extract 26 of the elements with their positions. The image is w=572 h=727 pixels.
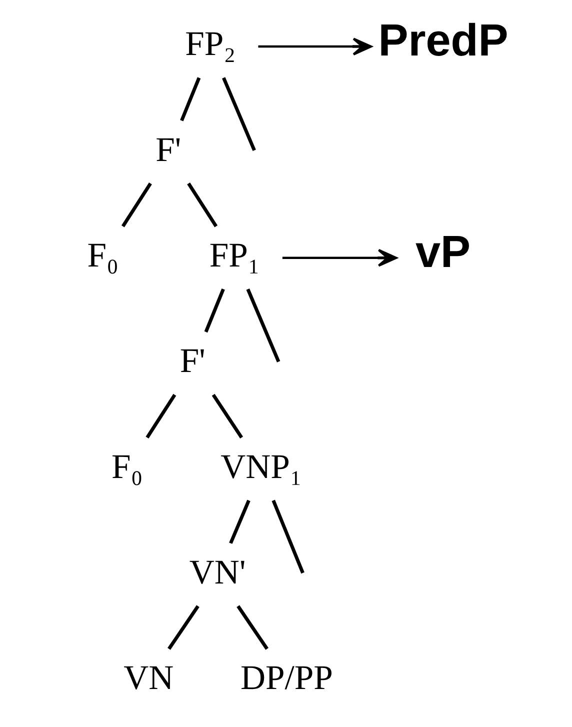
connector bbox=[121, 182, 152, 228]
connector bbox=[204, 288, 225, 333]
arrow bbox=[282, 248, 398, 267]
connector bbox=[212, 394, 244, 439]
connector bbox=[236, 605, 268, 650]
connector bbox=[146, 394, 176, 439]
connector bbox=[229, 500, 250, 544]
connector bbox=[272, 500, 304, 574]
connector bbox=[180, 77, 201, 122]
node-text: vP bbox=[415, 226, 471, 278]
node-text: F' bbox=[180, 342, 206, 380]
node-text: F₀ bbox=[111, 448, 143, 486]
connector bbox=[222, 77, 256, 151]
connector bbox=[168, 605, 200, 650]
node-text: DP/PP bbox=[240, 659, 333, 698]
arrow bbox=[258, 38, 372, 56]
connector bbox=[187, 182, 218, 228]
connector bbox=[246, 288, 280, 362]
node-text: F₀ bbox=[87, 236, 119, 274]
node-text: VN' bbox=[189, 553, 246, 592]
node-text: FP₂ bbox=[185, 25, 236, 64]
node-text: F' bbox=[156, 130, 182, 169]
node-text: PredP bbox=[378, 14, 508, 66]
node-text: VN bbox=[124, 659, 174, 698]
node-text: FP₁ bbox=[209, 236, 260, 274]
node-text: VNP₁ bbox=[220, 448, 302, 486]
